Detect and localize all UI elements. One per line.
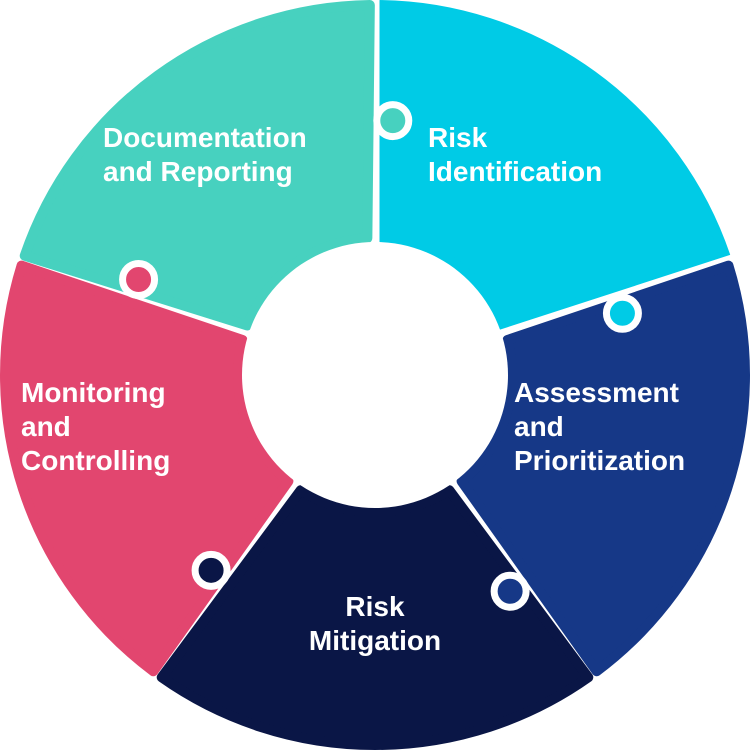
puzzle-tab-documentation-and-reporting: [373, 101, 413, 141]
label-line: Prioritization: [514, 445, 686, 476]
segment-assessment-and-prioritization: [456, 260, 750, 677]
label-line: Documentation: [103, 122, 307, 153]
label-risk-mitigation: Risk Mitigation: [275, 590, 475, 658]
label-line: Mitigation: [308, 625, 442, 656]
segment-risk-identification: [375, 0, 731, 331]
label-line: Controlling: [21, 445, 171, 476]
label-line: and Reporting: [103, 156, 293, 187]
label-risk-identification: Risk Identification: [428, 121, 602, 189]
label-line: Identification: [428, 156, 603, 187]
segment-risk-mitigation: [156, 485, 594, 750]
label-assessment-and-prioritization: Assessment and Prioritization: [514, 376, 685, 478]
label-line: Risk: [428, 122, 488, 153]
center-hole: [242, 242, 508, 508]
label-documentation-and-reporting: Documentation and Reporting: [103, 121, 307, 189]
segment-documentation-and-reporting: [19, 0, 375, 331]
label-line: and: [514, 411, 564, 442]
label-line: Risk: [345, 591, 405, 622]
label-line: and: [21, 411, 71, 442]
label-line: Assessment: [514, 377, 679, 408]
label-line: Monitoring: [21, 377, 166, 408]
label-monitoring-and-controlling: Monitoring and Controlling: [21, 376, 170, 478]
puzzle-tab-risk-identification: [602, 293, 642, 333]
puzzle-tab-monitoring-and-controlling: [119, 259, 159, 299]
puzzle-tab-risk-mitigation: [191, 550, 231, 590]
puzzle-tab-assessment-and-prioritization: [490, 571, 530, 611]
